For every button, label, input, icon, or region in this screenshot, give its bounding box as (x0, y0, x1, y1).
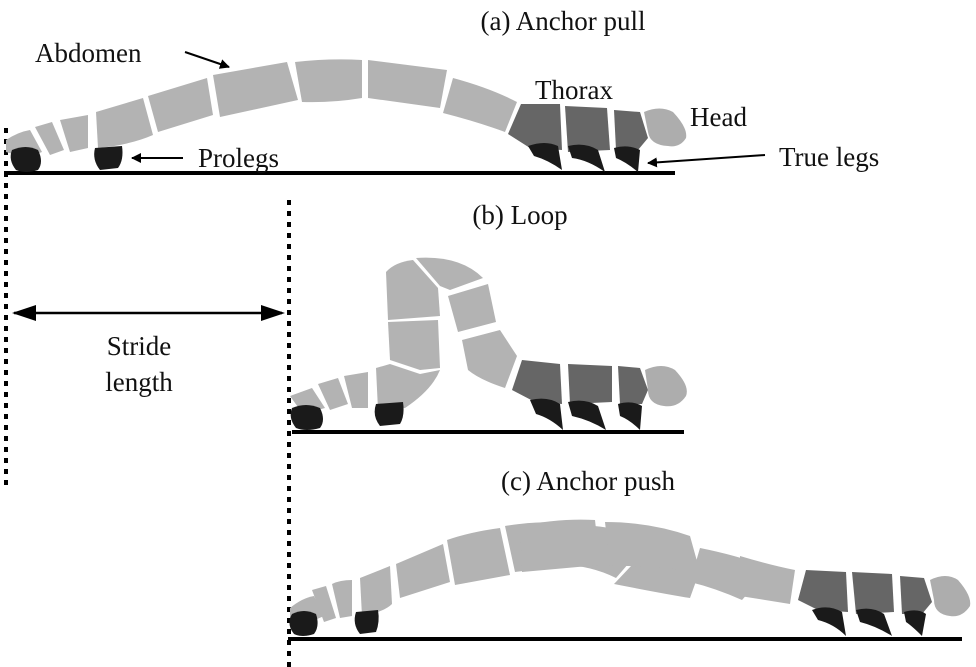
panel-a-prolegs (10, 146, 123, 172)
panel-c-prolegs (289, 610, 379, 636)
panel-b-title: (b) Loop (472, 200, 567, 230)
abdomen-segment (360, 566, 392, 616)
panel-c-true-legs (812, 607, 926, 636)
abdomen-segment (605, 522, 700, 572)
abdomen-segment (148, 78, 213, 132)
thorax-segment (618, 366, 648, 404)
abdomen-segment (462, 330, 517, 388)
panel-c-head (930, 576, 971, 617)
thorax-segment (798, 570, 848, 612)
abdomen-segment (448, 284, 496, 332)
thorax-segment (568, 364, 612, 404)
abdomen-segment (344, 372, 368, 408)
head-label: Head (690, 102, 747, 132)
abdomen-pointer-arrow (184, 51, 230, 69)
proleg (10, 147, 41, 172)
panel-b-head (645, 366, 687, 407)
abdomen-segment (318, 378, 348, 410)
true-leg (618, 402, 642, 430)
abdomen-segment (388, 320, 440, 370)
arrowhead-right-icon (261, 305, 285, 321)
stride-length-arrow (12, 305, 285, 321)
true-leg (530, 398, 563, 430)
true-leg (904, 610, 926, 636)
thorax-label: Thorax (535, 75, 613, 105)
true-leg (856, 608, 892, 636)
panel-a-title: (a) Anchor pull (481, 6, 646, 36)
panel-b-prolegs (290, 402, 404, 430)
panel-b-true-legs (530, 398, 642, 430)
prolegs-label: Prolegs (198, 143, 279, 173)
panel-b-loop: (b) Loop (290, 200, 687, 434)
arrowhead-left-icon (12, 305, 36, 321)
proleg (290, 405, 323, 430)
abdomen-segment (35, 122, 64, 155)
panel-c-thorax (798, 570, 932, 614)
stride-label-line1: Stride (107, 331, 172, 361)
abdomen-segment (332, 580, 352, 618)
panel-b-abdomen (290, 257, 517, 414)
abdomen-segment (740, 556, 795, 604)
thorax-segment (900, 576, 932, 614)
true-leg (528, 143, 562, 170)
abdomen-segment (312, 586, 336, 622)
abdomen-segment (443, 78, 517, 132)
true-legs-label: True legs (779, 142, 879, 172)
thorax-segment (512, 360, 562, 404)
stride-label-line2: length (105, 367, 173, 397)
proleg (94, 146, 123, 170)
panel-c-anchor-push: (c) Anchor push (288, 466, 971, 641)
thorax-segment (565, 106, 610, 152)
panel-c-title: (c) Anchor push (501, 466, 675, 496)
abdomen-segment (96, 98, 153, 148)
abdomen-segment (416, 257, 483, 290)
abdomen-label: Abdomen (35, 38, 142, 68)
abdomen-segment (213, 62, 298, 117)
abdomen-segment (447, 528, 510, 585)
true-leg (614, 146, 640, 172)
proleg (374, 402, 404, 426)
thorax-segment (614, 110, 648, 150)
true-leg (812, 607, 846, 636)
thorax-segment (508, 104, 562, 150)
abdomen-segment (396, 544, 450, 598)
abdomen-segment (60, 115, 88, 152)
abdomen-segment (368, 60, 447, 108)
panel-a-head (644, 108, 687, 147)
abdomen-segment (376, 364, 440, 410)
true-leg (568, 400, 606, 430)
proleg (354, 610, 379, 634)
thorax-segment (852, 572, 894, 614)
abdomen-segment (295, 59, 362, 103)
true-legs-pointer-arrow (647, 154, 766, 168)
panel-a-thorax (508, 104, 648, 152)
panel-a-abdomen (6, 59, 517, 157)
panel-a-true-legs (528, 143, 640, 172)
panel-b-thorax (512, 360, 648, 404)
abdomen-segment (520, 519, 600, 572)
proleg (289, 611, 318, 636)
panel-a-anchor-pull: (a) Anchor pull (4, 6, 879, 175)
true-leg (568, 144, 605, 172)
abdomen-segment (386, 260, 440, 320)
panel-c-abdomen-upper (520, 519, 795, 604)
